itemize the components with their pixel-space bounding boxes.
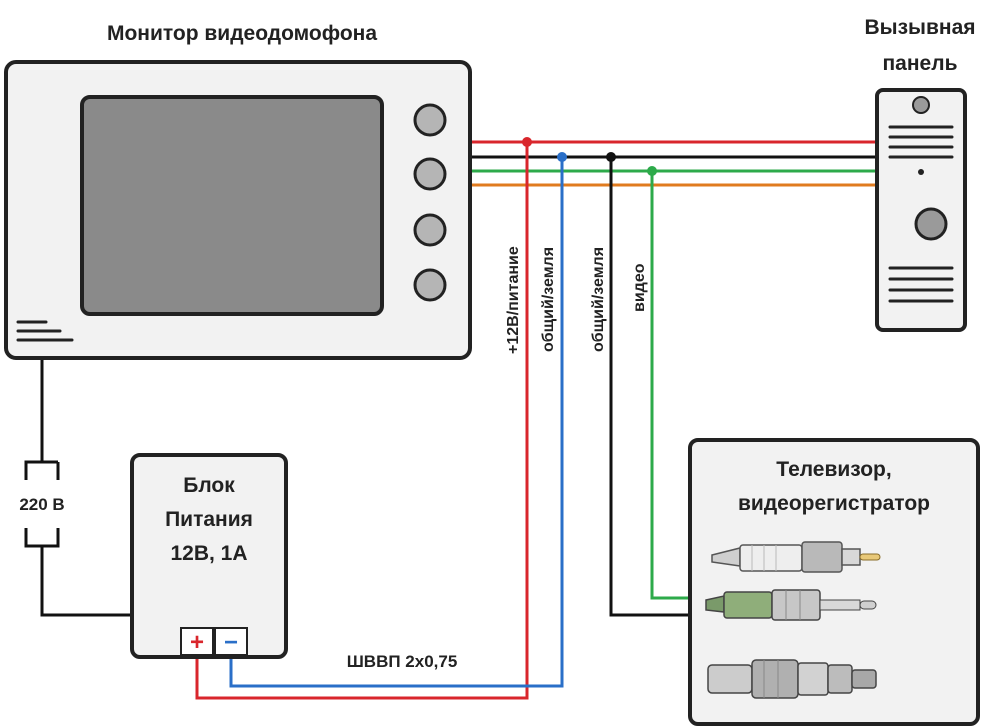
psu-plus-terminal [180, 627, 214, 656]
psu-label-line2: Питания [165, 508, 253, 531]
junction-blue [557, 152, 567, 162]
monitor-button-3 [413, 213, 447, 247]
rca-connector-icon [711, 541, 881, 573]
bnc-connector-icon [707, 659, 877, 699]
monitor-button-4 [413, 268, 447, 302]
wire-black-common [609, 157, 692, 617]
tv-label-line2: видеорегистратор [738, 492, 930, 515]
psu-minus-sign: − [224, 629, 238, 656]
psu-label-line3: 12В, 1А [170, 542, 247, 565]
wire-label-power: +12В/питание [505, 246, 522, 354]
tv-label-line1: Телевизор, [776, 458, 891, 481]
wire-label-common-blue: общий/земля [540, 247, 557, 352]
psu-plus-sign: + [190, 629, 204, 656]
cable-label: ШВВП 2х0,75 [347, 652, 458, 671]
call-panel-call-button [914, 207, 948, 241]
voltage-label: 220 В [19, 495, 64, 514]
wire-mains-bottom [24, 528, 60, 548]
junction-dots [522, 137, 657, 176]
wire-green-video [650, 171, 692, 600]
power-supply: + − [130, 453, 288, 659]
monitor-screen [80, 95, 384, 316]
panel-title-line1: Вызывная [865, 16, 976, 39]
wire-blue-common [229, 157, 564, 688]
junction-red [522, 137, 532, 147]
power-supply-body [130, 453, 288, 659]
junction-black [606, 152, 616, 162]
jack-connector-icon [705, 589, 877, 621]
wire-mains-to-psu [40, 546, 132, 617]
monitor-button-1 [413, 103, 447, 137]
call-panel-mic [918, 169, 924, 175]
call-panel-top-grille [888, 125, 954, 159]
junction-green [647, 166, 657, 176]
psu-label-line1: Блок [183, 474, 235, 497]
call-panel-bottom-grille [888, 266, 954, 303]
call-panel-camera [912, 96, 930, 114]
call-panel [875, 88, 967, 332]
intercom-monitor [4, 60, 472, 360]
monitor-button-2 [413, 157, 447, 191]
psu-minus-terminal [214, 627, 248, 656]
panel-title-line2: панель [883, 52, 958, 75]
call-panel-body [875, 88, 967, 332]
tv-recorder-body [688, 438, 980, 726]
wire-red-power [195, 142, 529, 700]
monitor-title: Монитор видеодомофона [107, 22, 377, 45]
tv-recorder [688, 438, 980, 726]
wire-label-video: видео [631, 263, 648, 312]
wire-label-common-black: общий/земля [590, 247, 607, 352]
monitor-speaker-grille [16, 320, 74, 342]
wires [24, 140, 880, 700]
